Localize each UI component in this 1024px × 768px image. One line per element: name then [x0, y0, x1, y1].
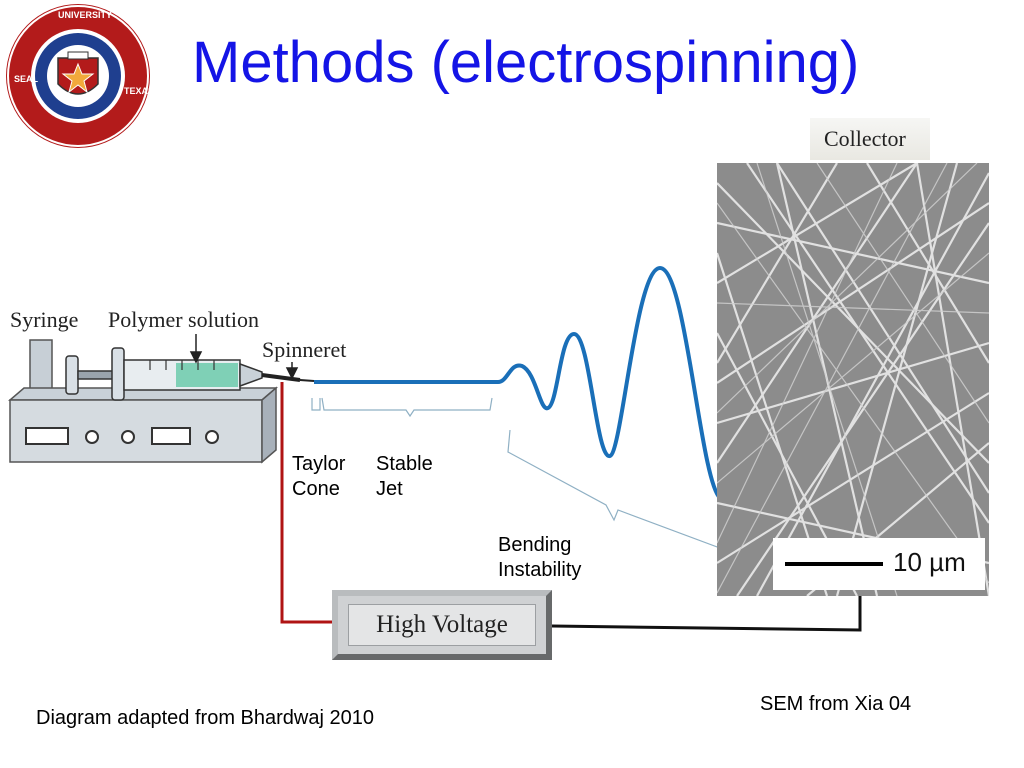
syringe-pump	[7, 339, 279, 464]
svg-text:TEXAS: TEXAS	[124, 86, 154, 96]
polymer-solution-label: Polymer solution	[108, 307, 259, 332]
scale-bar-label: 10 µm	[893, 547, 966, 577]
svg-text:UNIVERSITY: UNIVERSITY	[58, 10, 112, 20]
syringe-label: Syringe	[10, 307, 79, 332]
pointer-arrows	[189, 334, 299, 380]
collector-label: Collector	[824, 126, 906, 151]
high-voltage-panel	[348, 604, 536, 646]
sem-micrograph	[717, 163, 989, 596]
scale-bar: 10 µm	[773, 538, 985, 590]
nanofiber-mesh	[717, 163, 989, 596]
spinneret-label: Spinneret	[262, 337, 347, 362]
taylor-cone-label: Taylor Cone	[292, 453, 346, 500]
stable-jet-label: Stable Jet	[376, 453, 433, 500]
ground-wire	[551, 594, 862, 632]
university-seal-icon: SEAL TEXAS UNIVERSITY	[6, 4, 154, 148]
positive-wire	[280, 382, 336, 624]
high-voltage-supply: High Voltage	[332, 590, 552, 660]
bending-instability-label: Bending Instability	[498, 534, 582, 581]
scale-bar-line	[785, 562, 883, 566]
collector-plate	[810, 118, 930, 160]
syringe	[65, 347, 315, 401]
sem-source-caption: SEM from Xia 04	[760, 693, 912, 715]
diagram-source-caption: Diagram adapted from Bhardwaj 2010	[36, 707, 374, 729]
high-voltage-label: High Voltage	[376, 611, 508, 638]
polymer-jet	[314, 265, 722, 500]
svg-text:SEAL: SEAL	[14, 74, 39, 84]
slide-title: Methods (electrospinning)	[192, 30, 860, 95]
